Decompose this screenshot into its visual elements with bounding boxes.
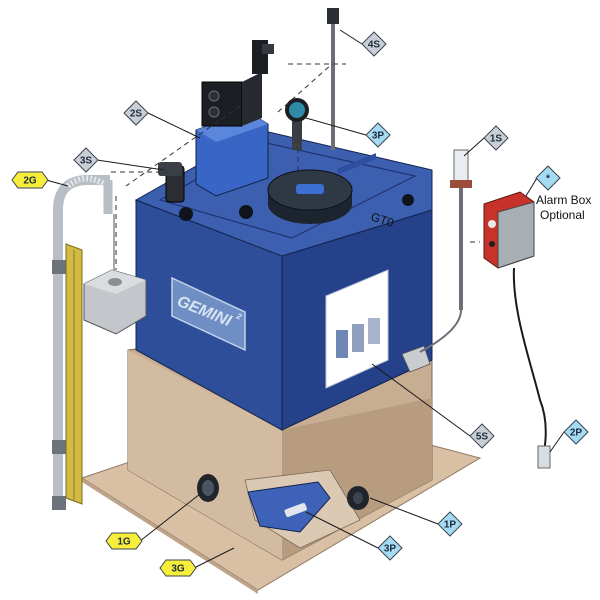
callout-label: 1P <box>444 520 457 531</box>
callout-badge <box>535 165 561 191</box>
callout-badge <box>437 511 463 537</box>
callout-label: * <box>546 174 550 185</box>
top-port <box>402 194 414 206</box>
callout-label: 2P <box>570 428 583 439</box>
callout-badge <box>123 100 149 126</box>
top-port <box>179 207 193 221</box>
callout-label: 2S <box>130 109 143 120</box>
callout-label: 3G <box>171 564 185 575</box>
callout-3p-bottom: 3P <box>377 535 403 561</box>
callout-2p: 2P <box>563 419 589 445</box>
callout-label: 3S <box>80 156 93 167</box>
callout-3s: 3S <box>73 147 99 173</box>
callout-1p: 1P <box>437 511 463 537</box>
hanging-weight <box>83 214 147 335</box>
probe <box>537 445 551 469</box>
callout-3g: 3G <box>159 559 197 577</box>
callout-1g: 1G <box>105 532 143 550</box>
metering-pump <box>195 40 274 197</box>
callout-1s: 1S <box>483 125 509 151</box>
callout-label: 1S <box>490 134 503 145</box>
sight-glass <box>419 149 472 353</box>
callout-badge <box>11 171 49 189</box>
alarm-box-label-line2: Optional <box>540 208 585 222</box>
pressure-gauge <box>285 98 309 150</box>
brand-suffix: 2 <box>234 311 243 322</box>
callout-layer: 4S 2S 3S 1S 5S 3P 2P 1P 3P 2G 1G 3G * <box>11 31 589 577</box>
alarm-box <box>483 191 535 269</box>
callout-5s: 5S <box>469 423 495 449</box>
info-sheet <box>325 153 389 389</box>
callout-3p-top: 3P <box>365 122 391 148</box>
drain-port <box>197 474 219 502</box>
model-text: GT0 <box>369 210 396 231</box>
callout-badge <box>73 147 99 173</box>
spill-chute <box>247 481 331 533</box>
callout-label: 5S <box>476 432 489 443</box>
callout-badge <box>469 423 495 449</box>
callout-badge <box>159 559 197 577</box>
callout-label: 3P <box>372 131 385 142</box>
callout-label: 3P <box>384 544 397 555</box>
floor-plate-edge <box>82 478 258 594</box>
callout-label: 2G <box>23 176 37 187</box>
top-port <box>239 205 253 219</box>
callout-2g: 2G <box>11 171 49 189</box>
level-gauge-strip <box>65 243 83 505</box>
callout-label: 4S <box>368 40 381 51</box>
callout-badge <box>365 122 391 148</box>
leader-lines <box>45 29 565 569</box>
callout-badge <box>483 125 509 151</box>
callout-4s: 4S <box>361 31 387 57</box>
elbow-fitting <box>158 162 185 203</box>
callout-star: * <box>535 165 561 191</box>
callout-badge <box>377 535 403 561</box>
sensor-bracket <box>401 345 431 373</box>
callout-2s: 2S <box>123 100 149 126</box>
tank-lid <box>267 169 353 224</box>
alarm-cable <box>512 267 547 453</box>
outlet-fitting <box>347 486 369 510</box>
alarm-box-label-line1: Alarm Box <box>536 193 591 207</box>
connection-lines <box>110 63 480 270</box>
callout-badge <box>105 532 143 550</box>
callout-label: 1G <box>117 537 131 548</box>
level-rod <box>327 8 339 150</box>
callout-badge <box>361 31 387 57</box>
callout-badge <box>563 419 589 445</box>
